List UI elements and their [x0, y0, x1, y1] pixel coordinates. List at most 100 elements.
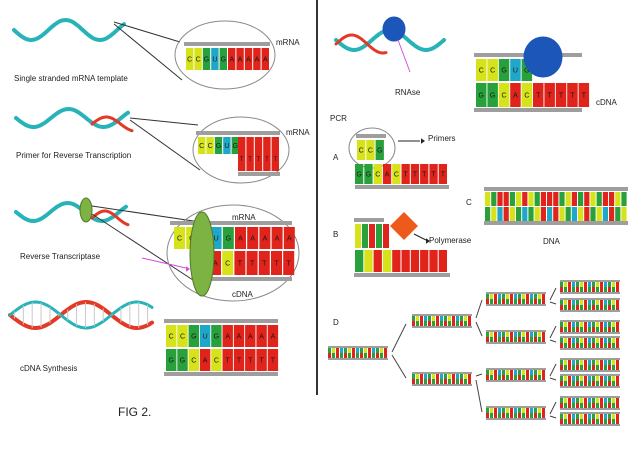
pcr-gen-3-6-b-7 [588, 403, 591, 408]
pcr-gen-2b-t-8 [518, 332, 521, 337]
pcr-gen-3-0-t-4 [576, 282, 579, 287]
dna-bottom-base-9 [540, 207, 546, 221]
rt-bottom-backbone [210, 277, 292, 281]
pcr-gen-3-7-b-10 [600, 419, 603, 424]
pcr-gen-0-b-11 [372, 353, 375, 358]
pcr-gen-3-1-t-5 [580, 300, 583, 305]
pcr-label: PCR [330, 114, 347, 123]
dna-label: DNA [543, 237, 560, 246]
dna-top-base-7 [528, 192, 534, 206]
pcr-gen-0-t-2 [336, 348, 339, 353]
pcr-gen-1b-t-10 [452, 374, 455, 379]
mrna-template-base-5 [228, 48, 236, 70]
pcr-gen-1b-top-bb [412, 372, 472, 374]
pcr-gen-1b-b-11 [456, 379, 459, 384]
pcr-gen-2d-t-4 [502, 408, 505, 413]
pcr-gen-3-7-t-12 [608, 414, 611, 419]
pcr-b-bottom-base-2 [373, 250, 382, 272]
pcr-gen-3-4-b-2 [568, 365, 571, 370]
pcr-gen-3-0-t-11 [604, 282, 607, 287]
cdna-synthesis-label: cDNA Synthesis [20, 364, 78, 373]
pcr-gen-3-0-b-12 [608, 287, 611, 292]
dna-bottom-base-14 [571, 207, 577, 221]
pcr-gen-3-1-b-5 [580, 305, 583, 310]
pcr-gen-2a-b-9 [522, 299, 525, 304]
pcr-gen-2c-t-0 [486, 370, 489, 375]
mrna-template-base-9 [261, 48, 269, 70]
pcr-gen-2b-bot-bb [486, 342, 546, 344]
pcr-gen-1b-t-1 [416, 374, 419, 379]
pcr-gen-3-5-t-2 [568, 376, 571, 381]
pcr-gen-3-6-b-4 [576, 403, 579, 408]
pcr-gen-1a-b-3 [424, 321, 427, 326]
rt-top-base-0-letter: C [177, 236, 182, 243]
pcr-gen-3-2-t-1 [564, 322, 567, 327]
pcr-gen-3-3-b-9 [596, 343, 599, 348]
step-a-label: A [333, 153, 339, 162]
pcr-gen-3-7-t-1 [564, 414, 567, 419]
pcr-gen-3-2-t-12 [608, 322, 611, 327]
rnase-bottom-base-7-letter: T [559, 93, 564, 100]
pcr-gen-2a-t-9 [522, 294, 525, 299]
pcr-gen-3-7-b-1 [564, 419, 567, 424]
synth-top-base-5-letter: A [225, 334, 230, 341]
pcr-gen-3-7-t-8 [592, 414, 595, 419]
pcr-gen-3-5-t-11 [604, 376, 607, 381]
pcr-gen-3-3-t-10 [600, 338, 603, 343]
pcr-gen-2b-t-3 [498, 332, 501, 337]
dna-bottom-base-21 [615, 207, 621, 221]
pcr-gen-2d-t-1 [490, 408, 493, 413]
pcr-gen-3-5-t-1 [564, 376, 567, 381]
pcr-gen-2d-t-0 [486, 408, 489, 413]
cdna-label-1: cDNA [232, 290, 253, 299]
mrna-template-base-4-letter: G [221, 57, 226, 64]
primer-top-base-1-letter: C [208, 143, 213, 150]
pcr-gen-2a-t-6 [510, 294, 513, 299]
pcr-gen-1a-t-8 [444, 316, 447, 321]
pcr-gen-3-6-t-10 [600, 398, 603, 403]
dna-top-base-10 [547, 192, 553, 206]
pcr-gen-2b-b-12 [534, 337, 537, 342]
pcr-gen-3-7-t-4 [576, 414, 579, 419]
rt-bottom-base-1 [222, 251, 234, 275]
pcr-gen-2a-b-0 [486, 299, 489, 304]
rnase-top-base-2 [498, 59, 510, 81]
pcr-gen-3-1-t-1 [564, 300, 567, 305]
synth-top-base-6 [233, 325, 245, 347]
pcr-a-bottom-base-4-letter: C [394, 172, 399, 179]
step-b-label: B [333, 230, 339, 239]
pcr-gen-3-0-b-7 [588, 287, 591, 292]
pcr-gen-3-4-t-3 [572, 360, 575, 365]
pcr-gen-0-t-12 [376, 348, 379, 353]
pcr-gen-3-6-b-5 [580, 403, 583, 408]
primer-bottom-base-3 [263, 137, 271, 171]
rnase-bottom-base-6 [544, 83, 555, 107]
pcr-gen-2b-t-1 [490, 332, 493, 337]
pcr-gen-1a-t-4 [428, 316, 431, 321]
pcr-gen-0-b-7 [356, 353, 359, 358]
single-strand-template-label: Single stranded mRNA template [14, 74, 128, 83]
pcr-gen-3-3-top-bb [560, 336, 620, 338]
rt-top-base-8 [271, 227, 283, 249]
pcr-gen-1a-t-12 [460, 316, 463, 321]
pcr-gen-3-1-b-12 [608, 305, 611, 310]
dna-top-base-18 [596, 192, 602, 206]
pcr-gen-2d-t-8 [518, 408, 521, 413]
pcr-gen-3-1-b-13 [612, 305, 615, 310]
pcr-gen-2c-bot-bb [486, 380, 546, 382]
pcr-gen-3-1-b-9 [596, 305, 599, 310]
mrna-template-base-0 [186, 48, 194, 70]
pcr-gen-3-2-bot-bb [560, 332, 620, 334]
synth-top-base-4 [211, 325, 222, 347]
pcr-gen-2d-b-13 [538, 413, 541, 418]
pcr-gen-3-7-b-2 [568, 419, 571, 424]
pcr-gen-2a-t-10 [526, 294, 529, 299]
pcr-connector-0a [391, 323, 407, 353]
synth-bottom-base-9-letter: T [271, 358, 276, 365]
pcr-gen-3-3-t-13 [612, 338, 615, 343]
pcr-gen-2b-b-9 [522, 337, 525, 342]
pcr-gen-0-b-3 [340, 353, 343, 358]
pcr-gen-2c-b-4 [502, 375, 505, 380]
pcr-gen-3-4-b-1 [564, 365, 567, 370]
pcr-gen-3-1-b-3 [572, 305, 575, 310]
